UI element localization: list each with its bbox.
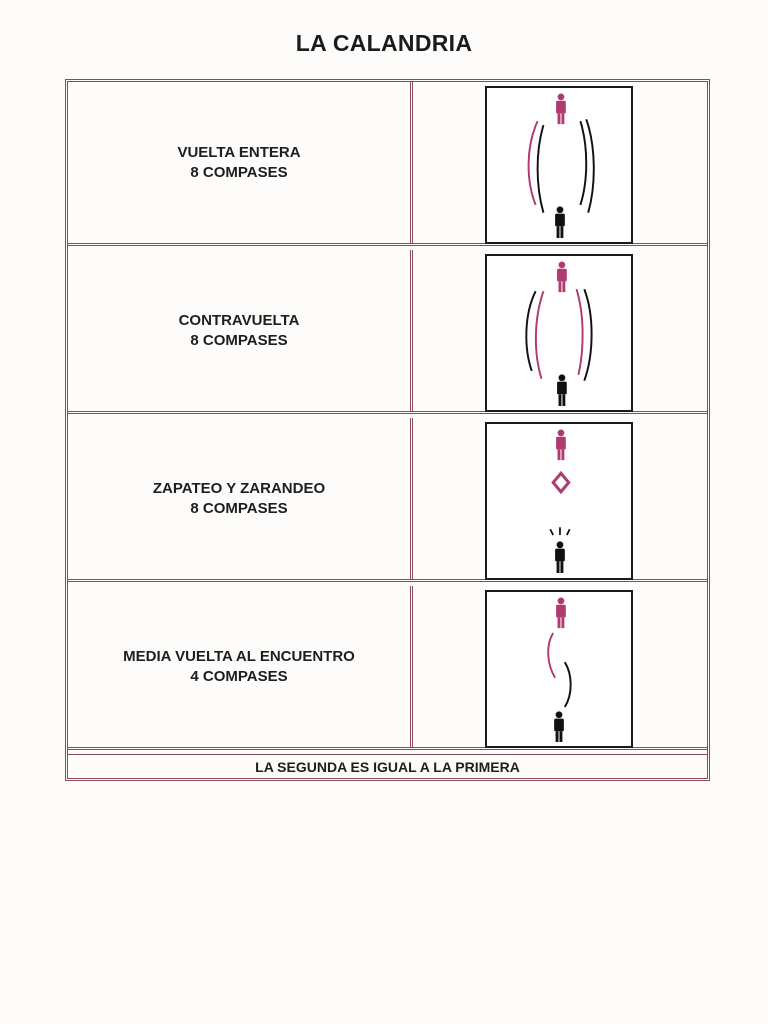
zapateo-zarandeo-icon xyxy=(485,422,633,580)
step-label-cell: VUELTA ENTERA 8 COMPASES xyxy=(68,82,413,243)
step-name: ZAPATEO Y ZARANDEO xyxy=(152,479,326,497)
male-dancer-icon xyxy=(557,374,567,406)
footer-note: LA SEGUNDA ES IGUAL A LA PRIMERA xyxy=(68,754,707,779)
counter-turn-icon xyxy=(485,254,633,412)
step-label-cell: MEDIA VUELTA AL ENCUENTRO 4 COMPASES xyxy=(68,586,413,747)
step-row: ZAPATEO Y ZARANDEO 8 COMPASES xyxy=(68,418,707,582)
step-row: VUELTA ENTERA 8 COMPASES xyxy=(68,82,707,246)
female-dancer-icon xyxy=(557,261,567,293)
path-line xyxy=(536,124,545,213)
male-dancer-icon xyxy=(555,541,565,573)
male-dancer-icon xyxy=(554,711,564,742)
steps-table: VUELTA ENTERA 8 COMPASES xyxy=(65,79,710,781)
step-label-cell: ZAPATEO Y ZARANDEO 8 COMPASES xyxy=(68,418,413,579)
path-line xyxy=(547,632,556,679)
path-line xyxy=(575,288,584,376)
step-name: MEDIA VUELTA AL ENCUENTRO xyxy=(123,647,355,665)
diamond-icon xyxy=(551,470,571,495)
step-duration: 8 COMPASES xyxy=(190,163,288,181)
half-turn-meeting-icon xyxy=(485,590,633,748)
step-diagram-cell xyxy=(413,250,707,412)
step-row: CONTRAVUELTA 8 COMPASES xyxy=(68,250,707,414)
path-line xyxy=(534,290,545,380)
path-line xyxy=(579,120,588,206)
step-diagram-cell xyxy=(413,586,707,748)
step-duration: 4 COMPASES xyxy=(190,667,288,685)
path-line xyxy=(525,290,537,372)
step-diagram-cell xyxy=(413,82,707,244)
path-line xyxy=(585,118,595,213)
page-title: LA CALANDRIA xyxy=(295,30,473,56)
step-row: MEDIA VUELTA AL ENCUENTRO 4 COMPASES xyxy=(68,586,707,750)
female-dancer-icon xyxy=(556,93,566,125)
zapateo-marks-icon xyxy=(549,527,571,536)
step-label-cell: CONTRAVUELTA 8 COMPASES xyxy=(68,250,413,411)
female-dancer-icon xyxy=(556,429,566,461)
path-line xyxy=(563,661,572,708)
path-line xyxy=(583,288,593,382)
step-name: VUELTA ENTERA xyxy=(177,143,301,161)
step-name: CONTRAVUELTA xyxy=(178,311,300,329)
step-duration: 8 COMPASES xyxy=(190,499,288,517)
path-line xyxy=(527,120,539,206)
step-diagram-cell xyxy=(413,418,707,580)
female-dancer-icon xyxy=(556,597,566,629)
male-dancer-icon xyxy=(555,206,565,238)
full-turn-icon xyxy=(485,86,633,244)
step-duration: 8 COMPASES xyxy=(190,331,288,349)
